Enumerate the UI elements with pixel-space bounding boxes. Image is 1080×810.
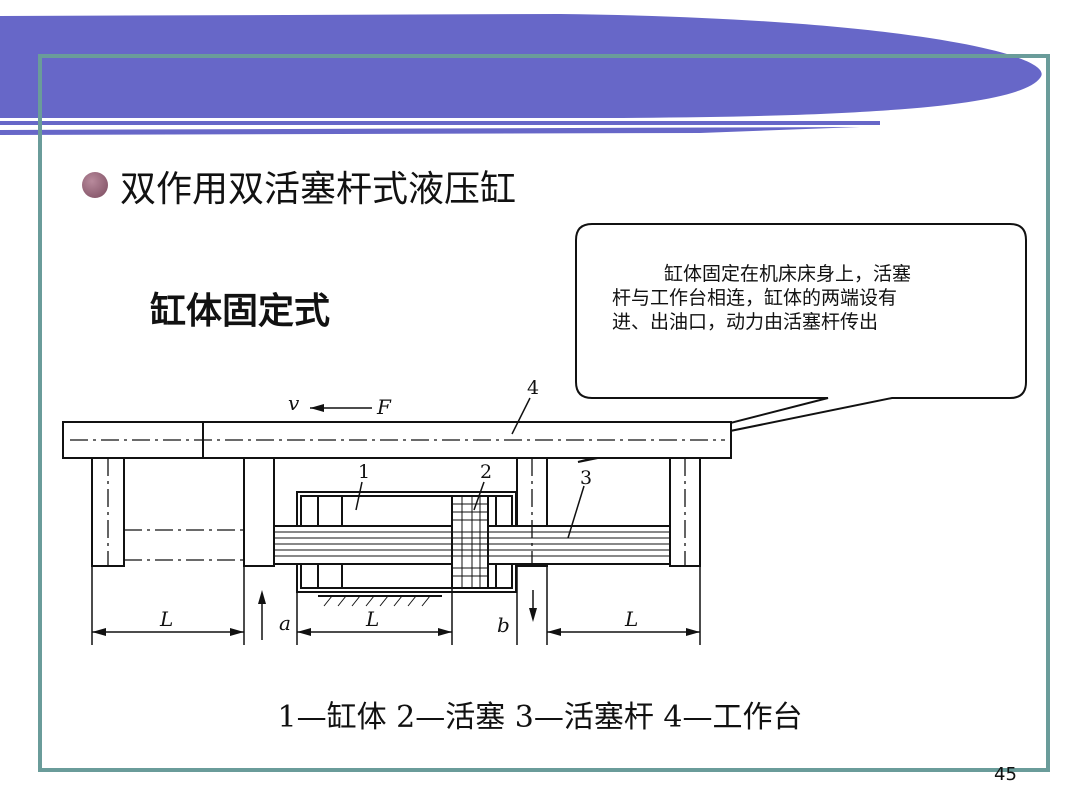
slide-frame <box>38 54 1050 772</box>
length-left-label: L <box>159 607 173 631</box>
title-banner <box>0 14 1042 135</box>
length-mid-label: L <box>365 607 379 631</box>
slide-subtitle: 缸体固定式 <box>150 291 331 332</box>
page-number: 45 <box>994 764 1017 785</box>
callout-line-3: 进、出油口，动力由活塞杆传出 <box>612 311 879 333</box>
force-label: F <box>376 395 392 419</box>
callout-bubble <box>575 223 1027 463</box>
part-3-label: 3 <box>580 467 592 489</box>
part-4-label: 4 <box>527 377 539 399</box>
callout-line-1: 缸体固定在机床床身上，活塞 <box>664 263 912 285</box>
port-a-label: a <box>279 611 291 635</box>
velocity-label: v <box>288 391 300 415</box>
left-bracket <box>243 457 275 567</box>
callout-text: 缸体固定在机床床身上，活塞 杆与工作台相连，缸体的两端设有 进、出油口，动力由活… <box>612 262 1012 334</box>
diagram-caption: 1—缸体 2—活塞 3—活塞杆 4—工作台 <box>277 700 803 735</box>
part-1-label: 1 <box>358 461 370 483</box>
length-right-label: L <box>624 607 638 631</box>
slide-title: 双作用双活塞杆式液压缸 <box>120 169 517 210</box>
piston <box>451 495 489 589</box>
port-b-label: b <box>497 613 510 637</box>
callout-line-2: 杆与工作台相连，缸体的两端设有 <box>612 287 898 309</box>
bullet-icon <box>82 172 108 198</box>
part-2-label: 2 <box>480 461 492 483</box>
